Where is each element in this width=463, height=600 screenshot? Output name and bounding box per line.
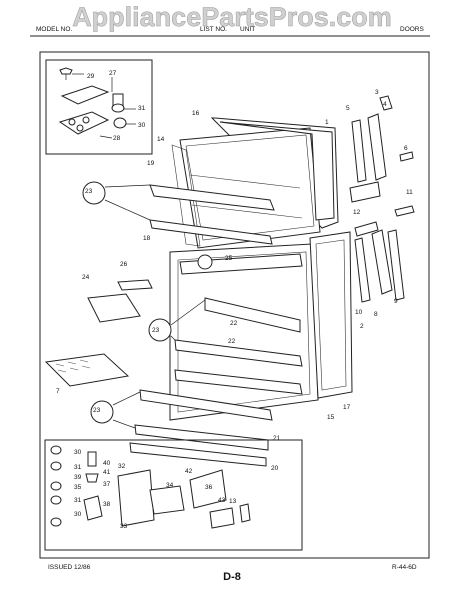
callout-2: 2	[360, 323, 364, 330]
callout-13: 13	[229, 498, 237, 505]
callout-32: 32	[118, 463, 126, 470]
callout-6: 6	[404, 145, 408, 152]
footer-drawing-code: R-44-6D	[392, 564, 417, 571]
callout-23-a: 23	[85, 188, 93, 195]
callout-36: 36	[205, 484, 213, 491]
footer-page-number: D-8	[223, 571, 241, 583]
callout-labels: 29 27 31 30 28 16 1 14 19 5 3 4 6 11 12 …	[56, 70, 413, 530]
footer-issued-date: ISSUED 12/86	[48, 564, 91, 571]
callout-5: 5	[346, 105, 350, 112]
header-model-label: MODEL NO.	[36, 26, 72, 33]
callout-4: 4	[383, 101, 387, 108]
callout-14: 14	[157, 136, 165, 143]
hinge-inset-top	[45, 59, 153, 155]
callout-30-a: 30	[138, 122, 146, 129]
callout-22-b: 22	[228, 338, 236, 345]
callout-27: 27	[109, 70, 117, 77]
freezer-door	[149, 117, 339, 249]
callout-33: 33	[120, 523, 128, 530]
callout-40: 40	[103, 460, 111, 467]
callout-3: 3	[375, 89, 379, 96]
callout-18: 18	[143, 235, 151, 242]
callout-42: 42	[185, 468, 193, 475]
callout-21: 21	[273, 435, 281, 442]
diagram-frame	[39, 51, 430, 559]
callout-23-b: 23	[152, 327, 160, 334]
callout-11: 11	[406, 189, 413, 196]
callout-29: 29	[87, 73, 95, 80]
callout-30-b: 30	[74, 449, 82, 456]
callout-1: 1	[325, 119, 329, 126]
callout-25: 25	[225, 255, 233, 262]
callout-19: 19	[147, 160, 155, 167]
hinge-inset-bottom	[44, 439, 303, 551]
callout-16: 16	[192, 110, 200, 117]
callout-22-a: 22	[230, 320, 238, 327]
header-section-label: DOORS	[400, 26, 425, 33]
handle-hardware	[349, 95, 415, 303]
watermark-text: AppliancePartsPros.com	[72, 2, 392, 32]
callout-9: 9	[394, 298, 398, 305]
callout-12: 12	[353, 209, 361, 216]
callout-26: 26	[120, 261, 128, 268]
page-footer: ISSUED 12/86 D-8 R-44-6D	[48, 564, 417, 583]
callout-30-c: 30	[74, 511, 82, 518]
fresh-food-door	[129, 231, 353, 467]
callout-31-a: 31	[138, 105, 146, 112]
header-unit-label: UNIT	[240, 26, 255, 33]
callout-23-c: 23	[93, 407, 101, 414]
callout-35: 35	[74, 484, 82, 491]
callout-7: 7	[56, 388, 60, 395]
callout-24: 24	[82, 274, 90, 281]
callout-31-b: 31	[74, 464, 82, 471]
callout-37: 37	[103, 481, 111, 488]
callout-28: 28	[113, 135, 121, 142]
callout-39: 39	[74, 474, 82, 481]
callout-17: 17	[343, 404, 351, 411]
callout-34: 34	[166, 482, 174, 489]
accessory-parts	[44, 181, 206, 429]
callout-38: 38	[103, 501, 111, 508]
callout-10: 10	[355, 309, 363, 316]
callout-15: 15	[327, 414, 335, 421]
callout-8: 8	[374, 311, 378, 318]
callout-31-c: 31	[74, 497, 82, 504]
callout-20: 20	[271, 465, 279, 472]
callout-43: 43	[218, 497, 226, 504]
page-header: MODEL NO. LIST NO. UNIT DOORS	[30, 26, 430, 37]
header-list-label: LIST NO.	[200, 26, 227, 33]
callout-41: 41	[103, 469, 111, 476]
